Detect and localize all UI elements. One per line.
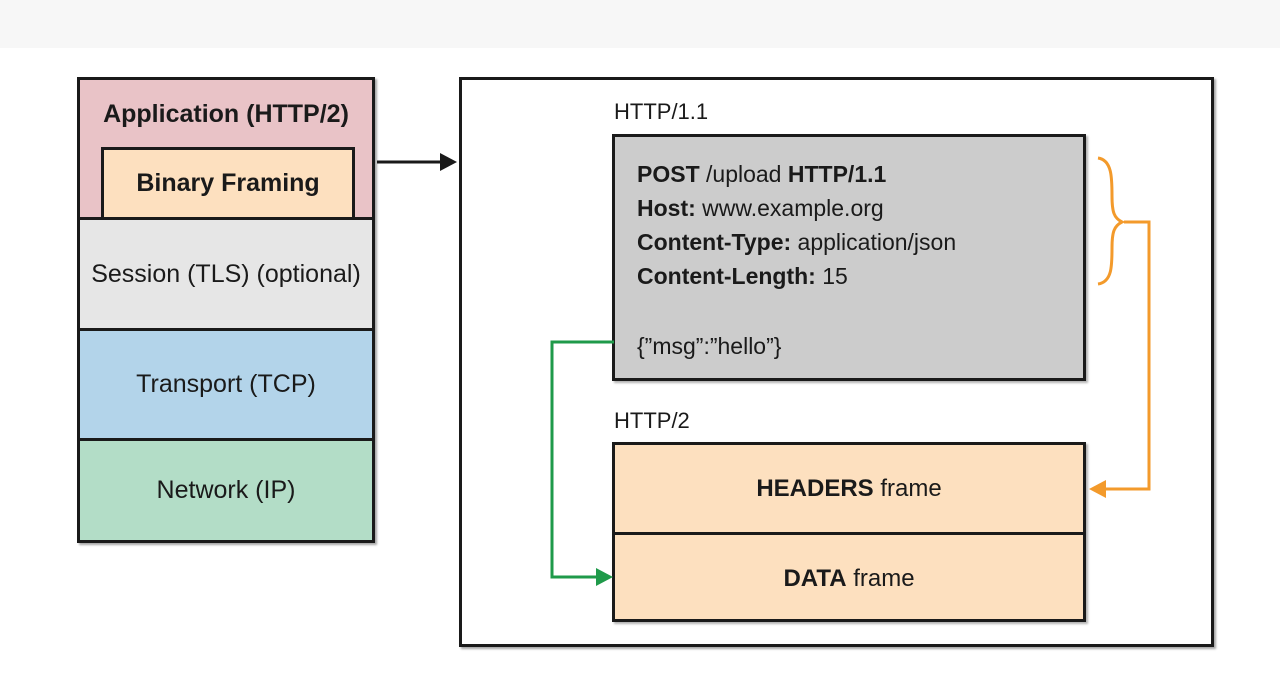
application-layer-label: Application (HTTP/2) (103, 100, 349, 128)
data-frame-type: DATA (783, 564, 847, 592)
http2-frames: HEADERS frame DATA frame (612, 442, 1086, 622)
http11-label: HTTP/1.1 (614, 99, 709, 124)
header-name: Content-Type: (637, 229, 792, 255)
header-value: www.example.org (695, 195, 884, 221)
header-content-type: Content-Type: application/json (637, 225, 1083, 259)
header-name: Host: (637, 195, 696, 221)
header-content-length: Content-Length: 15 (637, 259, 1083, 293)
http2-label: HTTP/2 (614, 408, 690, 433)
data-frame-suffix: frame (846, 564, 915, 592)
http11-request-box: POST /upload HTTP/1.1 Host: www.example.… (612, 134, 1086, 381)
binary-framing-layer: Binary Framing (101, 147, 355, 217)
stack-to-panel-arrow (377, 153, 457, 171)
request-version: HTTP/1.1 (787, 161, 887, 187)
protocol-stack: Application (HTTP/2) Binary Framing Sess… (77, 77, 375, 543)
transport-layer-label: Transport (TCP) (136, 370, 316, 398)
headers-frame-type: HEADERS (756, 474, 874, 502)
header-value: 15 (815, 263, 848, 289)
network-layer: Network (IP) (80, 438, 372, 540)
top-bar (0, 0, 1280, 48)
request-body: {”msg”:”hello”} (637, 333, 782, 359)
data-frame: DATA frame (615, 532, 1083, 622)
request-line: POST /upload HTTP/1.1 (637, 157, 1083, 191)
header-value: application/json (791, 229, 957, 255)
headers-frame-suffix: frame (873, 474, 942, 502)
headers-frame: HEADERS frame (615, 445, 1083, 532)
headers-mapping-arrow (1089, 156, 1151, 498)
header-host: Host: www.example.org (637, 191, 1083, 225)
session-layer: Session (TLS) (optional) (80, 217, 372, 328)
transport-layer: Transport (TCP) (80, 328, 372, 438)
request-path: /upload (699, 161, 788, 187)
data-mapping-arrow (550, 340, 614, 586)
header-name: Content-Length: (637, 263, 816, 289)
network-layer-label: Network (IP) (156, 476, 296, 504)
request-method: POST (637, 161, 700, 187)
session-layer-label: Session (TLS) (optional) (91, 259, 361, 288)
binary-framing-label: Binary Framing (136, 169, 320, 197)
